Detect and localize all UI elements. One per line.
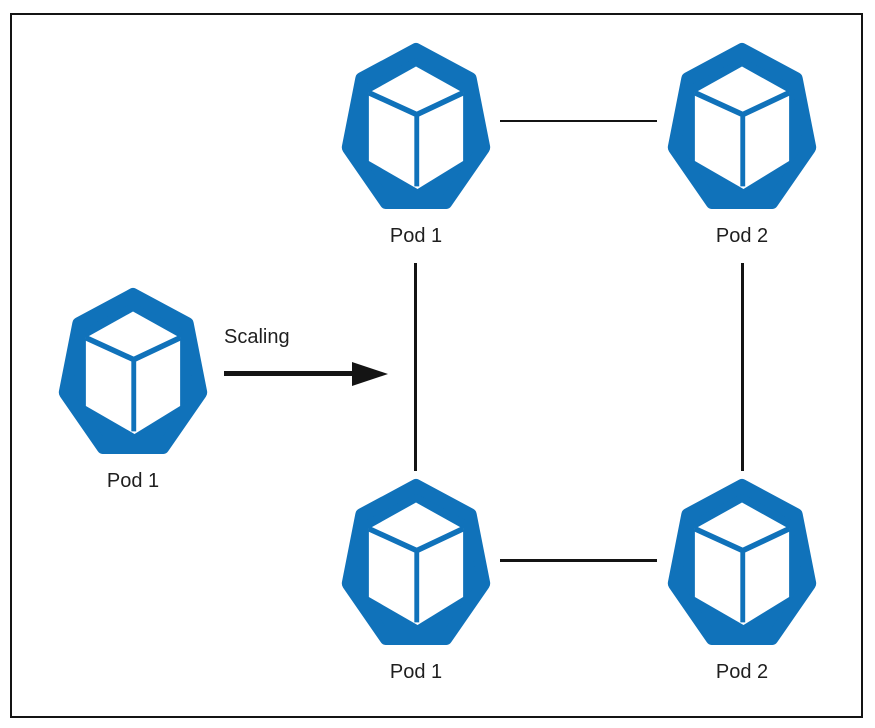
kubernetes-pod-icon (667, 42, 817, 209)
scaling-arrow-line (224, 371, 354, 376)
scaling-label: Scaling (224, 326, 290, 348)
kubernetes-pod-icon (58, 287, 208, 454)
connector-left (414, 263, 417, 471)
kubernetes-pod-icon (667, 478, 817, 645)
pod-label: Pod 1 (389, 225, 443, 247)
pod-node-top-right: Pod 2 (666, 42, 818, 247)
pod-node-top-left: Pod 1 (340, 42, 492, 247)
pod-node-bottom-left: Pod 1 (340, 478, 492, 683)
connector-right (741, 263, 744, 471)
scaling-arrowhead-icon (352, 362, 388, 386)
kubernetes-pod-icon (341, 478, 491, 645)
connector-bottom (500, 559, 657, 562)
pod-label: Pod 1 (389, 661, 443, 683)
pod-label: Pod 2 (715, 225, 769, 247)
pod-node-bottom-right: Pod 2 (666, 478, 818, 683)
pod-label: Pod 2 (715, 661, 769, 683)
pod-label: Pod 1 (106, 470, 160, 492)
connector-top (500, 119, 657, 123)
kubernetes-pod-icon (341, 42, 491, 209)
pod-node-before: Pod 1 (57, 287, 209, 492)
diagram-border (10, 13, 863, 718)
